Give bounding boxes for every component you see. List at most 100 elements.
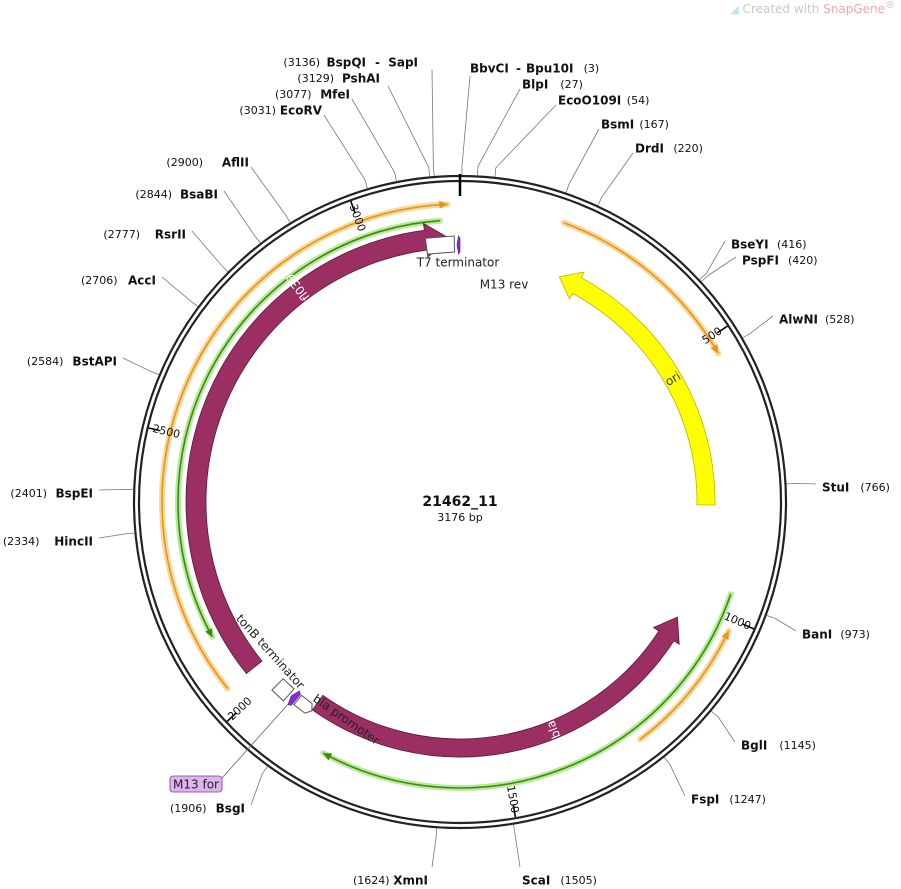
site-position: (2844) <box>135 188 172 201</box>
orange-track-left <box>161 203 448 690</box>
site-position: (1247) <box>729 793 766 806</box>
site-leader-bstapi <box>122 357 159 376</box>
site-name: PspFI <box>742 254 779 268</box>
orange-track-bottom <box>639 630 730 741</box>
site-label-bspei: BspEI(2401) <box>10 487 93 501</box>
site-name: BglI <box>741 739 767 753</box>
site-label-alwni: AlwNI (528) <box>779 313 855 327</box>
watermark-brand: SnapGene <box>823 2 885 16</box>
site-leader-scai <box>513 824 521 868</box>
site-leader-alwni <box>742 315 774 339</box>
site-leader-fspi <box>663 757 686 797</box>
tick-mark <box>716 325 728 334</box>
site-position: (54) <box>627 94 650 107</box>
tick-label: 2500 <box>151 422 181 441</box>
site-name: BsmI <box>601 118 634 132</box>
watermark-suffix: ® <box>885 0 895 11</box>
site-name: BsgI <box>216 802 245 816</box>
site-label-pshai: PshAI (3129) <box>297 72 380 86</box>
site-position: (3031) <box>239 104 276 117</box>
site-position: (2706) <box>81 274 118 287</box>
tick-mark <box>226 712 237 723</box>
site-label-rsrii: RsrII(2777) <box>103 228 186 242</box>
green-track-left-arrowhead <box>205 628 213 637</box>
site-label-ecoo109i: EcoO109I(54) <box>558 94 649 108</box>
site-separator: - <box>516 62 521 76</box>
tick-mark <box>350 200 356 213</box>
site-position: (2900) <box>166 156 203 169</box>
watermark-prefix: Created with <box>742 2 820 16</box>
site-position: (766) <box>860 481 890 494</box>
features-layer <box>185 222 716 758</box>
annotation-tracks <box>158 200 734 791</box>
site-name: BanI <box>802 628 832 642</box>
site-leader-xmni <box>431 828 438 868</box>
site-label-hincii: HincII (2334) <box>3 535 93 549</box>
site-leader-ecorv <box>323 114 368 189</box>
site-position: (416) <box>777 238 807 251</box>
site-position: (27) <box>560 78 583 91</box>
feature-label-m13-for: M13 for <box>173 778 219 792</box>
feature-m13-rev <box>456 235 461 255</box>
site-label-stui: StuI (766) <box>822 481 890 495</box>
site-label-pspfi: PspFI(420) <box>742 254 818 268</box>
site-label-drdi: DrdI(220) <box>635 142 703 156</box>
site-position: (2401) <box>10 487 47 500</box>
site-position: (528) <box>825 313 855 326</box>
site-leader-mfei <box>351 98 397 182</box>
site-name: AlwNI <box>779 313 818 327</box>
feature-label-m13-rev: M13 rev <box>480 278 529 292</box>
feature-label-bla: bla <box>543 718 563 740</box>
tick-mark <box>512 805 517 818</box>
site-leader-ecoo109i <box>494 104 557 177</box>
m13-for-box <box>169 775 223 793</box>
feature-label-t7-terminator: T7 terminator <box>416 256 500 270</box>
site-separator: - <box>375 56 380 70</box>
site-name: PshAI <box>342 72 380 86</box>
site-label-bsmi: BsmI (167) <box>601 118 669 132</box>
site-name-2: Bpu10I <box>526 62 573 76</box>
site-label-scai: ScaI(1505) <box>522 874 597 888</box>
feature-bla <box>311 616 680 758</box>
site-leader-stui <box>786 482 817 485</box>
feature-bla-promoter <box>293 694 313 714</box>
feature-label-bla-promoter: bla promoter <box>310 692 382 748</box>
snapgene-logo-icon: ◢ <box>730 3 739 16</box>
site-name: EcoRV <box>280 104 323 118</box>
site-label-acci: AccI (2706) <box>81 274 156 288</box>
site-label-bgli: BglI(1145) <box>741 739 816 753</box>
site-leader-blpi <box>477 88 521 176</box>
site-name: HincII <box>54 535 93 549</box>
watermark: ◢ Created with SnapGene® <box>730 0 895 16</box>
site-position: (3136) <box>283 56 320 69</box>
orange-track-bottom-arrowhead <box>721 630 729 641</box>
site-name: StuI <box>822 481 849 495</box>
tick-mark <box>742 623 755 630</box>
site-label-bsgi: BsgI (1906) <box>170 802 245 816</box>
site-position: (1906) <box>170 802 207 815</box>
site-name: BspQI <box>326 56 366 70</box>
site-position: (2334) <box>3 535 40 548</box>
site-position: (167) <box>639 118 669 131</box>
site-name: BlpI <box>522 78 548 92</box>
site-label-blpi: BlpI (27) <box>522 78 583 92</box>
site-position: (1505) <box>560 874 597 887</box>
site-label-aflii: AflII(2900) <box>166 156 249 170</box>
site-leader-bspei <box>98 488 134 491</box>
tick-label: 3000 <box>347 203 369 234</box>
green-track-bottom-arrowhead <box>323 753 333 761</box>
feature-t7-terminator <box>424 235 456 255</box>
plasmid-name: 21462_11 <box>422 494 497 510</box>
site-name: FspI <box>691 793 719 807</box>
site-position: (1624) <box>353 874 390 887</box>
site-position: (3129) <box>297 72 334 85</box>
site-name: RsrII <box>155 228 186 242</box>
site-position: (220) <box>673 142 703 155</box>
site-label-xmni: XmnI(1624) <box>353 874 428 888</box>
feature-mfl039 <box>185 222 450 675</box>
site-name: AccI <box>128 274 156 288</box>
feature-tonb-terminator <box>271 678 295 702</box>
site-position: (3077) <box>275 88 312 101</box>
tick-mark <box>148 427 161 432</box>
